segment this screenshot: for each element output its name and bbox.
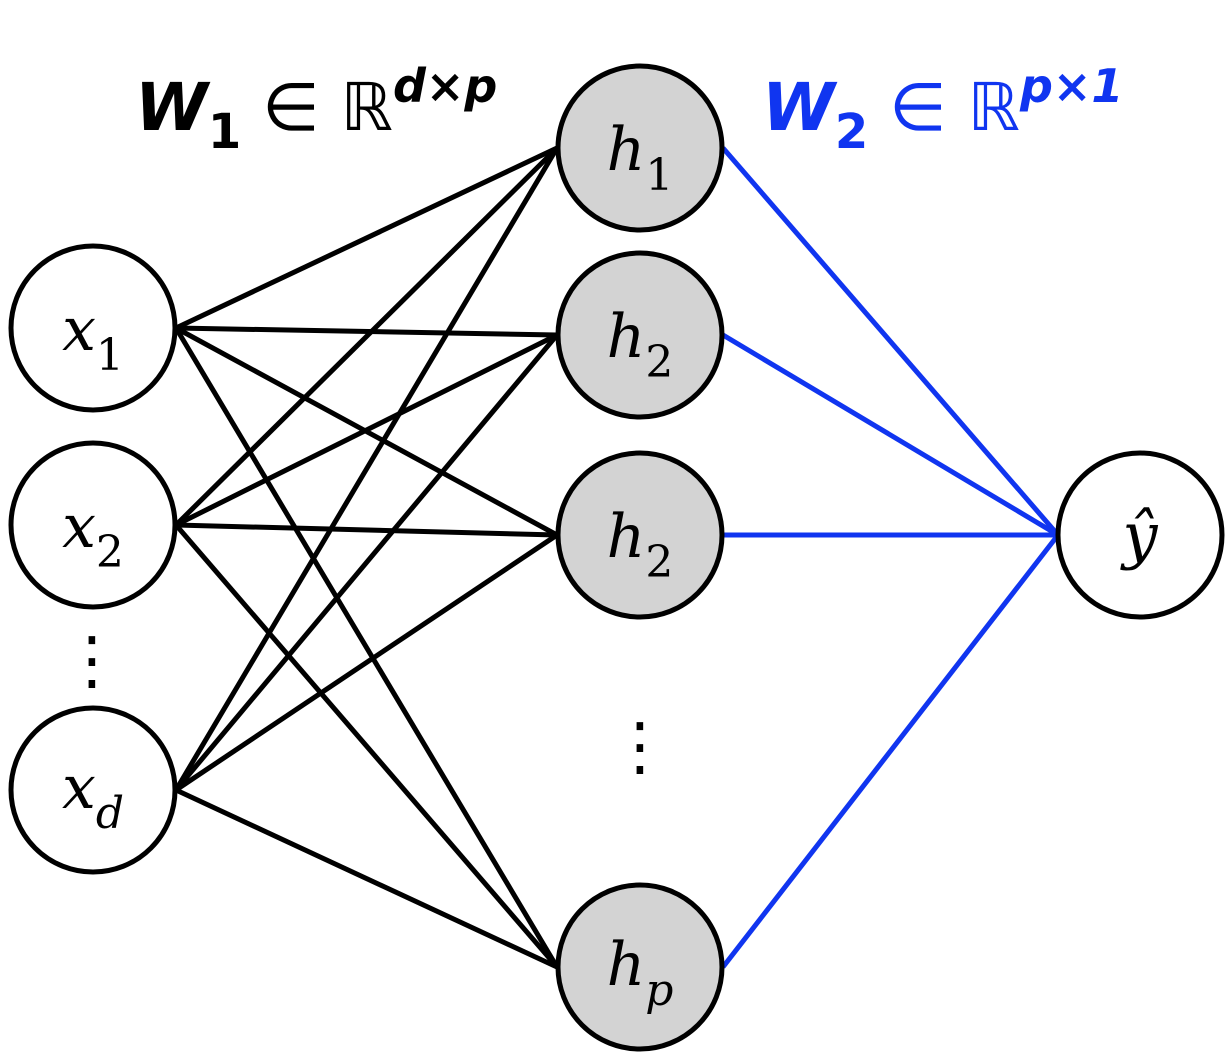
w1-sup: d×p [393,59,497,113]
input-node-circle [8,440,178,610]
hidden-node-base: h [607,115,646,185]
edge-w1 [175,325,558,338]
w1-base: W [135,69,211,146]
w2-base: W [762,69,838,146]
w2-label: W2 ∈ ℝp×1 [762,59,1123,160]
edge-w1 [174,145,559,331]
input-node-xd: xd [8,705,178,875]
hidden-node-circle [555,250,725,420]
input-node-label: xd [62,753,124,839]
w2-sup: p×1 [1019,59,1123,113]
edge-w1 [173,146,560,792]
edge-w1 [174,146,559,527]
hidden-ellipsis: ⋮ [608,710,672,784]
input-node-sub: 1 [96,330,124,381]
hidden-node-label: hp [607,930,674,1016]
edge-w1 [174,532,559,793]
hidden-node-sub: p [645,965,673,1016]
input-node-x2: x2 [8,440,178,610]
edge-w2 [721,533,1060,969]
input-node-base: x [62,753,96,823]
hidden-node-h2-second: h2 [555,450,725,620]
hidden-node-circle [555,882,725,1052]
edge-w1 [174,332,559,528]
hidden-node-h1: h1 [555,63,725,233]
edge-w1 [175,522,558,538]
hidden-node-hp: hp [555,882,725,1052]
edge-w1 [173,326,560,969]
output-node-label: ŷ [1119,499,1158,572]
input-node-label: x2 [62,492,124,578]
input-node-sub: d [96,788,124,839]
hidden-node-h2-first: h2 [555,250,725,420]
edge-w1 [174,523,559,969]
edge-w1 [174,333,559,792]
hidden-node-label: h1 [607,115,674,201]
w1-sub: 1 [208,104,241,160]
input-node-circle [8,243,178,413]
hidden-node-circle [555,450,725,620]
hidden-node-base: h [607,302,646,372]
hidden-node-sub: 2 [645,537,673,588]
w1-rel: ∈ ℝ [241,69,393,146]
input-node-label: x1 [62,295,124,381]
input-node-x1: x1 [8,243,178,413]
input-node-base: x [62,492,96,562]
hidden-node-sub: 2 [645,337,673,388]
input-ellipsis: ⋮ [60,624,124,698]
output-node-circle [1055,450,1225,620]
output-node-yhat: ŷ [1055,450,1225,620]
w2-sub: 2 [835,104,868,160]
input-node-circle [8,705,178,875]
hidden-node-circle [555,63,725,233]
edge-w2 [721,332,1060,538]
w2-rel: ∈ ℝ [868,69,1020,146]
input-node-base: x [62,295,96,365]
w1-label: W1 ∈ ℝd×p [135,59,497,160]
hidden-node-label: h2 [607,502,674,588]
hidden-node-base: h [607,930,646,1000]
w1-connections [173,145,560,970]
edge-w1 [174,787,559,970]
input-node-sub: 2 [96,527,124,578]
edge-w2 [721,146,1060,537]
hidden-node-base: h [607,502,646,572]
hidden-node-sub: 1 [645,150,673,201]
hidden-node-label: h2 [607,302,674,388]
w2-connections [721,146,1060,969]
